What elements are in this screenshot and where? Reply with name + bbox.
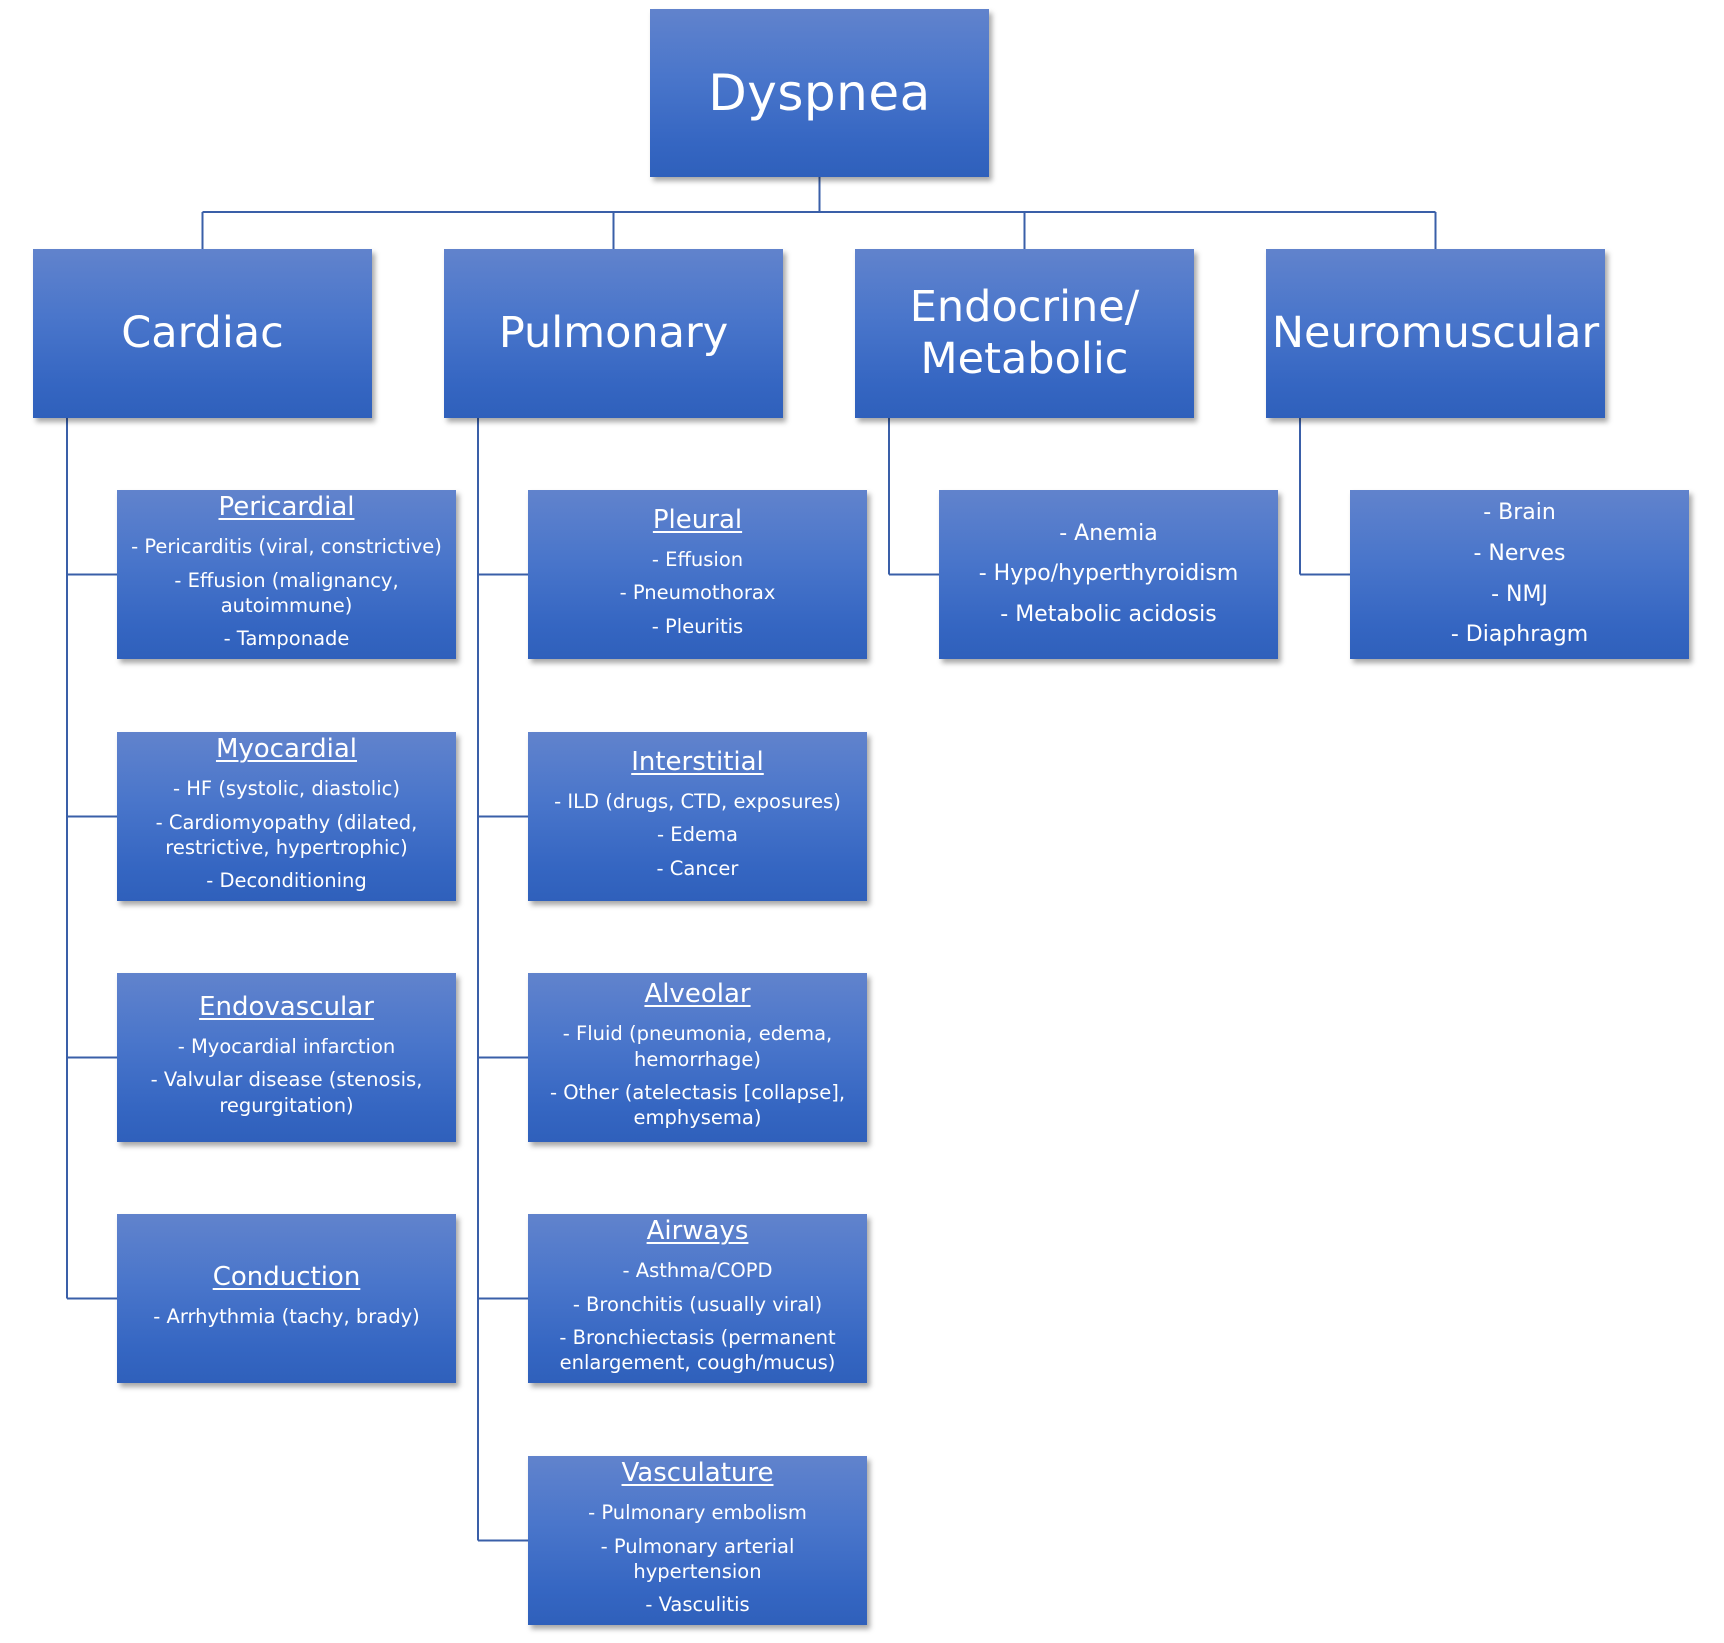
subcategory-pericardial: Pericardial - Pericarditis (viral, constr… xyxy=(117,490,456,659)
list-item: - Nerves xyxy=(1473,540,1566,566)
subcategory-heading: Myocardial xyxy=(215,734,358,765)
subcategory-heading: Pericardial xyxy=(218,492,355,523)
subcategory-vasculature: Vasculature - Pulmonary embolism - Pulmona… xyxy=(528,1456,867,1625)
category-cardiac: Cardiac xyxy=(33,249,372,418)
list-item: - Pulmonary arterial hypertension xyxy=(600,1534,795,1583)
subcategory-heading: Alveolar xyxy=(644,979,751,1010)
category-label: Pulmonary xyxy=(498,307,729,358)
subcategory-heading: Conduction xyxy=(212,1262,361,1293)
list-item: - Asthma/COPD xyxy=(622,1259,773,1283)
subcategory-cat3-items: - Brain - Nerves - NMJ - Diaphragm xyxy=(1350,490,1689,659)
subcategory-heading: Interstitial xyxy=(631,747,764,778)
list-item: - Cancer xyxy=(656,856,739,880)
list-item: - HF (systolic, diastolic) xyxy=(173,777,400,801)
category-label-line-2: Metabolic xyxy=(920,333,1129,384)
root-label: Dyspnea xyxy=(708,64,931,122)
subcategory-myocardial: Myocardial - HF (systolic, diastolic) - Ca… xyxy=(117,732,456,901)
category-label: Neuromuscular xyxy=(1271,307,1600,358)
subcategory-cat2-items: - Anemia - Hypo/hyperthyroidism - Metaboli… xyxy=(939,490,1278,659)
list-item: - ILD (drugs, CTD, exposures) xyxy=(554,789,841,813)
subcategory-heading: Pleural xyxy=(652,505,743,536)
list-item: - Pericarditis (viral, constrictive) xyxy=(131,535,442,559)
list-item: - Cardiomyopathy (dilated, restrictive, … xyxy=(155,810,418,859)
list-item: - NMJ xyxy=(1491,581,1548,607)
list-item: - Brain xyxy=(1483,500,1556,526)
root-node-dyspnea: Dyspnea xyxy=(650,9,989,177)
list-item: - Valvular disease (stenosis, regurgitat… xyxy=(150,1068,423,1117)
subcategory-heading: Airways xyxy=(646,1216,749,1247)
list-item: - Pneumothorax xyxy=(619,581,776,605)
list-item: - Deconditioning xyxy=(206,869,367,893)
list-item: - Vasculitis xyxy=(645,1593,750,1617)
list-item: - Pleuritis xyxy=(651,614,744,638)
list-item: - Diaphragm xyxy=(1450,622,1589,648)
subcategory-airways: Airways - Asthma/COPD - Bronchitis (usuall… xyxy=(528,1214,867,1383)
subcategory-heading: Endovascular xyxy=(199,992,374,1023)
category-label-line-1: Endocrine/ xyxy=(909,281,1140,332)
category-pulmonary: Pulmonary xyxy=(444,249,783,418)
category-label: Cardiac xyxy=(121,307,284,358)
list-item: - Hypo/hyperthyroidism xyxy=(978,561,1239,587)
subcategory-interstitial: Interstitial - ILD (drugs, CTD, exposures… xyxy=(528,732,867,901)
list-item: - Effusion xyxy=(651,547,744,571)
list-item: - Other (atelectasis [collapse], emphyse… xyxy=(549,1080,846,1130)
list-item: - Tamponade xyxy=(223,627,350,651)
list-item: - Myocardial infarction xyxy=(177,1034,396,1058)
list-item: - Pulmonary embolism xyxy=(588,1501,807,1525)
subcategory-conduction: Conduction - Arrhythmia (tachy, brady) xyxy=(117,1214,456,1383)
list-item: - Anemia xyxy=(1059,520,1158,546)
list-item: - Effusion (malignancy, autoimmune) xyxy=(174,568,399,617)
category-neuromuscular: Neuromuscular xyxy=(1266,249,1605,418)
list-item: - Bronchiectasis (permanent enlargement,… xyxy=(559,1325,836,1375)
list-item: - Bronchitis (usually viral) xyxy=(572,1292,823,1316)
subcategory-endovascular: Endovascular - Myocardial infarction - Val… xyxy=(117,973,456,1142)
subcategory-pleural: Pleural - Effusion - Pneumothorax - Pleurit… xyxy=(528,490,867,659)
list-item: - Metabolic acidosis xyxy=(1000,601,1217,627)
list-item: - Edema xyxy=(657,823,738,847)
subcategory-heading: Vasculature xyxy=(621,1458,774,1489)
category-endocrine-metabolic: Endocrine/ Metabolic xyxy=(855,249,1194,418)
list-item: - Arrhythmia (tachy, brady) xyxy=(153,1305,420,1329)
list-item: - Fluid (pneumonia, edema, hemorrhage) xyxy=(562,1022,833,1071)
subcategory-alveolar: Alveolar - Fluid (pneumonia, edema, hemor… xyxy=(528,973,867,1142)
